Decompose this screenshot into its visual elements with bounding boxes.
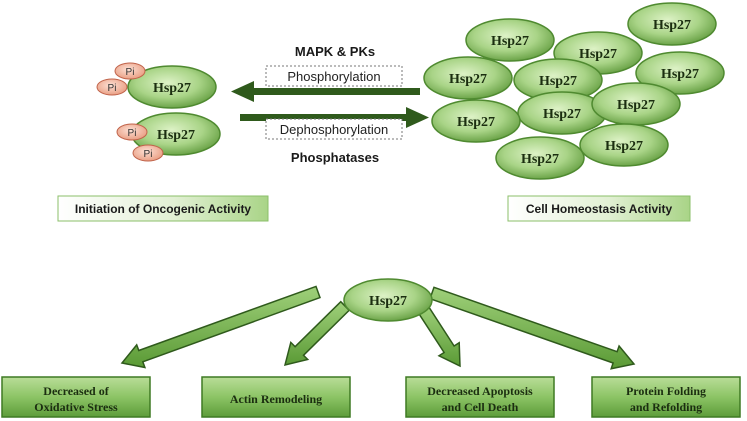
hsp27-label: Hsp27 bbox=[661, 67, 699, 82]
hsp27-label: Hsp27 bbox=[457, 115, 495, 130]
svg-text:Protein Folding: Protein Folding bbox=[626, 384, 706, 398]
outcome-box-protein-folding: Protein Folding and Refolding bbox=[591, 376, 741, 418]
hsp27-label: Hsp27 bbox=[157, 128, 195, 143]
outcome-arrow-4 bbox=[429, 286, 636, 370]
svg-text:and Refolding: and Refolding bbox=[630, 400, 702, 414]
outcome-arrow-1 bbox=[120, 285, 321, 369]
hsp27-oligomer-unit: Hsp27 bbox=[517, 91, 607, 135]
outcome-arrow-2 bbox=[283, 300, 351, 367]
phospho-hsp27-lower: Hsp27 Pi Pi bbox=[116, 112, 221, 162]
svg-text:Pi: Pi bbox=[144, 149, 153, 160]
phosphorylation-label: Phosphorylation bbox=[287, 69, 380, 84]
hsp27-label: Hsp27 bbox=[579, 47, 617, 62]
outcome-box-oxidative-stress: Decreased of Oxidative Stress bbox=[1, 376, 151, 418]
svg-text:Decreased Apoptosis: Decreased Apoptosis bbox=[427, 384, 533, 398]
phospho-hsp27-upper: Hsp27 Pi Pi bbox=[96, 62, 217, 109]
hsp27-oligomer-unit: Hsp27 bbox=[591, 82, 681, 126]
svg-text:Oxidative Stress: Oxidative Stress bbox=[34, 400, 118, 414]
dephosphorylation-label: Dephosphorylation bbox=[280, 122, 388, 137]
dephosphorylation-box bbox=[265, 118, 403, 140]
hsp27-label: Hsp27 bbox=[653, 18, 691, 33]
center-hsp27-label: Hsp27 bbox=[369, 294, 407, 309]
phosphorylation-arrow bbox=[231, 81, 420, 102]
phosphate-badge: Pi bbox=[116, 123, 148, 141]
hsp27-label: Hsp27 bbox=[539, 74, 577, 89]
oncogenic-activity-label: Initiation of Oncogenic Activity bbox=[75, 202, 252, 216]
hsp27-label: Hsp27 bbox=[543, 107, 581, 122]
phosphate-badge: Pi bbox=[96, 78, 128, 96]
hsp27-oligomer-unit: Hsp27 bbox=[495, 136, 585, 180]
phosphorylation-box bbox=[265, 65, 403, 87]
svg-text:Actin Remodeling: Actin Remodeling bbox=[230, 392, 322, 406]
hsp27-oligomer-unit: Hsp27 bbox=[635, 51, 725, 95]
hsp27-oligomer-unit: Hsp27 bbox=[513, 58, 603, 102]
hsp27-oligomer-unit: Hsp27 bbox=[579, 123, 669, 167]
svg-text:Pi: Pi bbox=[128, 128, 137, 139]
svg-text:Pi: Pi bbox=[108, 83, 117, 94]
hsp27-label: Hsp27 bbox=[617, 98, 655, 113]
outcome-box-actin-remodeling: Actin Remodeling bbox=[201, 376, 351, 418]
svg-text:and Cell Death: and Cell Death bbox=[442, 400, 519, 414]
hsp27-oligomer-unit: Hsp27 bbox=[465, 18, 555, 62]
homeostasis-activity-box bbox=[507, 195, 691, 222]
hsp27-label: Hsp27 bbox=[491, 34, 529, 49]
outcome-arrow-3 bbox=[416, 304, 461, 368]
hsp27-label: Hsp27 bbox=[605, 139, 643, 154]
phosphate-badge: Pi bbox=[114, 62, 146, 80]
outcome-box-apoptosis: Decreased Apoptosis and Cell Death bbox=[405, 376, 555, 418]
hsp27-label: Hsp27 bbox=[449, 72, 487, 87]
hsp27-oligomer-unit: Hsp27 bbox=[423, 56, 513, 100]
dephosphorylation-arrow bbox=[240, 107, 429, 128]
outcome-arrows bbox=[120, 285, 636, 370]
homeostasis-activity-label: Cell Homeostasis Activity bbox=[526, 202, 673, 216]
phosphatase-label: Phosphatases bbox=[291, 150, 379, 165]
phosphate-badge: Pi bbox=[132, 144, 164, 162]
hsp27-oligomer-unit: Hsp27 bbox=[431, 99, 521, 143]
oncogenic-activity-box bbox=[57, 195, 269, 222]
hsp27-oligomer-unit: Hsp27 bbox=[627, 2, 717, 46]
hsp27-label: Hsp27 bbox=[153, 81, 191, 96]
svg-text:Pi: Pi bbox=[126, 67, 135, 78]
center-hsp27: Hsp27 bbox=[343, 278, 433, 322]
svg-text:Decreased of: Decreased of bbox=[43, 384, 109, 398]
hsp27-label: Hsp27 bbox=[521, 152, 559, 167]
kinase-label: MAPK & PKs bbox=[295, 44, 375, 59]
